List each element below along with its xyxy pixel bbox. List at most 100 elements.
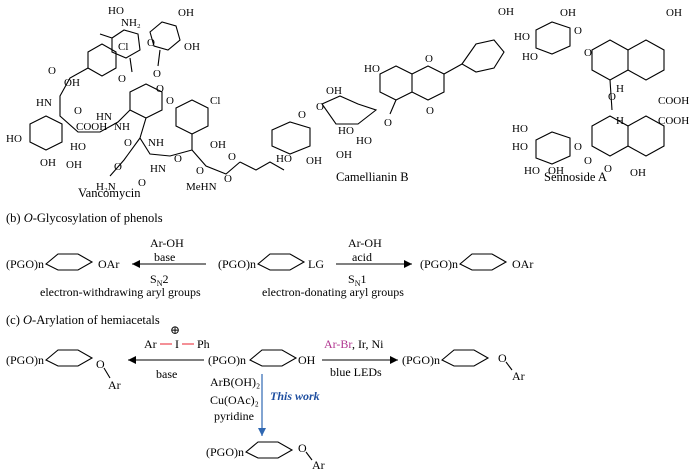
atom-label: Cl (210, 95, 220, 107)
compound-name-camellianin: Camellianin B (336, 170, 409, 184)
atom-label: HN (96, 111, 112, 123)
compound-name-sennoside: Sennoside A (544, 170, 607, 184)
sn1-acid: acid (352, 250, 372, 264)
photoredox-condition: blue LEDs (330, 365, 382, 379)
atom-label: O (147, 37, 155, 49)
sn1-mechanism: SN1 (348, 272, 366, 288)
section-c-left-product: (PGO)n O Ar (6, 349, 121, 392)
atom-label: O (384, 117, 392, 129)
leaving-group-label: LG (308, 257, 324, 271)
atom-label: O (166, 95, 174, 107)
atom-label: HO (514, 31, 530, 43)
atom-label: OH (326, 85, 342, 97)
svg-text:OAr: OAr (512, 257, 533, 271)
sn1-note: electron-donating aryl groups (262, 285, 404, 299)
atom-label: O (228, 151, 236, 163)
atom-label: HO (512, 123, 528, 135)
atom-label: O (124, 137, 132, 149)
atom-label: COOH (658, 115, 689, 127)
atom-label: HO (276, 153, 292, 165)
atom-label: HO (6, 133, 22, 145)
atom-label: O (224, 173, 232, 185)
this-work-label: This work (270, 389, 320, 403)
atom-label: H₂N (96, 181, 116, 193)
atom-label: OH (66, 159, 82, 171)
atom-label: O (426, 105, 434, 117)
atom-label: HN (150, 163, 166, 175)
svg-text:(PGO)n: (PGO)n (208, 353, 246, 367)
vancomycin-structure: HO NH₂ O OH OH O O Cl O O Cl OH O HN O H… (6, 5, 285, 200)
atom-label: HN (36, 97, 52, 109)
atom-label: HO (108, 5, 124, 17)
atom-label: O (298, 109, 306, 121)
atom-label: OH (666, 7, 682, 19)
section-c-right-product: (PGO)n O Ar (402, 349, 525, 383)
svg-text:Ar: Ar (144, 337, 157, 351)
atom-label: O (48, 65, 56, 77)
atom-label: OH (306, 155, 322, 167)
svg-text:Ar: Ar (312, 458, 325, 472)
section-b-left-product: (PGO)n OAr (6, 253, 119, 271)
svg-text:O: O (96, 357, 105, 371)
atom-label: O (316, 101, 324, 113)
atom-label: H (616, 83, 624, 95)
atom-label: OH (40, 157, 56, 169)
atom-label: MeHN (186, 181, 217, 193)
section-c-title: (c) O-Arylation of hemiacetals (6, 313, 160, 327)
section-c-center-hemiacetal: (PGO)n OH (208, 349, 316, 367)
svg-text:(PGO)n: (PGO)n (206, 445, 244, 459)
section-b-title: (b) O-Glycosylation of phenols (6, 211, 163, 225)
atom-label: OH (630, 167, 646, 179)
atom-label: NH₂ (121, 17, 141, 29)
atom-label: HO (338, 125, 354, 137)
atom-label: HO (356, 135, 372, 147)
boronic-acid-reagent: ArB(OH)₂ (210, 375, 260, 389)
atom-label: HO (524, 165, 540, 177)
photoredox-reagents: Ar-Br, Ir, Ni (324, 337, 384, 351)
diaryliodonium-reagent: Ar I Ph ⊕ (144, 323, 210, 351)
camellianin-structure: HO OH O O O OH HO HO O O HO OH OH Camell… (271, 6, 514, 184)
atom-label: NH (114, 121, 130, 133)
atom-label: O (574, 141, 582, 153)
atom-label: O (604, 163, 612, 175)
compound-name-vancomycin: Vancomycin (78, 186, 141, 200)
atom-label: OH (64, 77, 80, 89)
atom-label: O (584, 155, 592, 167)
sennoside-structure: HO OH HO O O OH H COOH H COOH O OH HO HO… (512, 7, 689, 184)
plus-charge: ⊕ (170, 323, 180, 337)
section-c-bottom-product: (PGO)n O Ar (206, 441, 325, 472)
atom-label: O (153, 68, 161, 80)
svg-text:(PGO)n: (PGO)n (6, 257, 44, 271)
atom-label: OH (336, 149, 352, 161)
atom-label: OH (210, 139, 226, 151)
atom-label: Cl (118, 41, 128, 53)
atom-label: O (196, 165, 204, 177)
svg-text:O: O (298, 441, 307, 455)
svg-text:(PGO)n: (PGO)n (6, 353, 44, 367)
svg-text:Ph: Ph (197, 337, 210, 351)
atom-label: HO (522, 51, 538, 63)
svg-text:(PGO)n: (PGO)n (420, 257, 458, 271)
atom-label: OH (498, 6, 514, 18)
sn1-reagent: Ar-OH (348, 236, 382, 250)
atom-label: O (174, 153, 182, 165)
svg-text:Ar: Ar (512, 369, 525, 383)
atom-label: HO (512, 141, 528, 153)
atom-label: O (584, 47, 592, 59)
atom-label: O (74, 105, 82, 117)
atom-label: O (156, 83, 164, 95)
section-b-center-substrate: (PGO)n LG (218, 253, 324, 271)
sn2-base: base (154, 250, 175, 264)
atom-label: HO (364, 63, 380, 75)
svg-text:Ar: Ar (108, 378, 121, 392)
iodonium-base: base (156, 367, 177, 381)
svg-text:OAr: OAr (98, 257, 119, 271)
atom-label: OH (184, 41, 200, 53)
svg-text:O: O (498, 351, 507, 365)
atom-label: HO (70, 141, 86, 153)
atom-label: O (608, 91, 616, 103)
svg-text:I: I (175, 337, 179, 351)
svg-text:(PGO)n: (PGO)n (402, 353, 440, 367)
sn2-mechanism: SN2 (150, 272, 168, 288)
